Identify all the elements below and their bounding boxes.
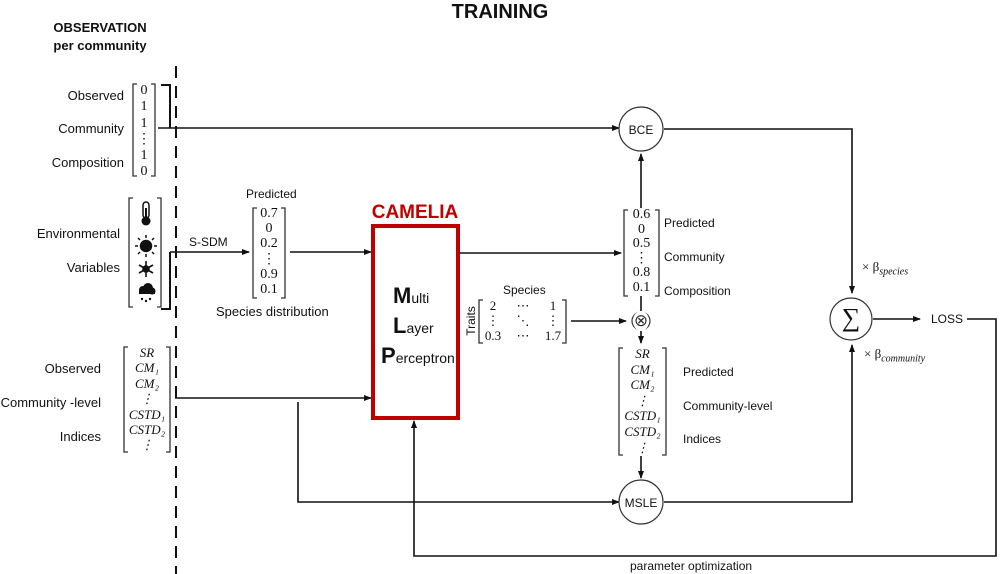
ssdm-vector: 0.7 0 0.2 ⋮ 0.9 0.1 — [260, 206, 278, 298]
thermometer-icon — [141, 201, 151, 226]
loss-label: LOSS — [931, 312, 964, 326]
observed-indices-vector: SR CM₁ CM₂ ⋮ CSTD₁ CSTD₂ ⋮ — [128, 345, 166, 453]
predicted-composition-label: Predicted — [664, 216, 715, 230]
camelia-box — [371, 224, 460, 420]
traits-matrix: 2⋯1 ⋮⋱⋮ 0.3⋯1.7 — [484, 298, 562, 343]
predicted-composition-brackets — [623, 209, 660, 297]
camelia-line-layer: Layer — [393, 313, 434, 338]
ssdm-edge-label: S-SDM — [189, 235, 228, 249]
sun-icon — [135, 235, 157, 257]
parameter-optimization-label: parameter optimization — [630, 559, 753, 573]
sum-node — [829, 297, 873, 341]
product-symbol: ⊗ — [633, 311, 649, 331]
ssdm-title: Predicted — [246, 187, 297, 201]
snowflake-icon — [138, 261, 154, 277]
predicted-composition-label: Composition — [664, 284, 731, 298]
environment-connector — [161, 252, 171, 310]
bce-node — [618, 106, 664, 152]
predicted-indices-brackets — [618, 347, 667, 456]
environment-label: Variables — [66, 260, 120, 275]
diagram-title: TRAINING — [451, 1, 549, 23]
predicted-indices-label: Predicted — [683, 365, 734, 379]
observed-composition-label: Community — [58, 121, 124, 136]
observed-indices-label: Observed — [44, 361, 101, 376]
ssdm-subtitle: Species distribution — [216, 304, 329, 319]
beta-species-label: × βspecies — [862, 259, 909, 278]
sum-symbol: ∑ — [841, 303, 861, 332]
predicted-indices-label: Community-level — [683, 399, 773, 413]
observed-composition-brackets — [132, 83, 156, 177]
observed-composition-label: Composition — [51, 155, 124, 170]
observed-composition-vector: 0 1 1 ⋮ 1 0 — [137, 83, 151, 180]
observed-indices-label: Indices — [59, 429, 101, 444]
environment-icons — [135, 201, 157, 303]
traits-column-label: Species — [503, 283, 546, 297]
camelia-line-perceptron: Perceptron — [381, 343, 455, 368]
beta-community-label: × βcommunity — [864, 346, 926, 365]
camelia-title: CAMELIA — [371, 202, 459, 223]
observed-indices-brackets — [123, 346, 171, 453]
bce-to-sum — [664, 128, 855, 294]
observed-indices-label: Community -level — [0, 395, 101, 410]
msle-to-sum — [664, 344, 855, 503]
observation-subheading: per community — [53, 38, 147, 53]
msle-label: MSLE — [624, 496, 658, 510]
environment-label: Environmental — [36, 226, 120, 241]
rain-cloud-icon — [139, 283, 156, 303]
arrow-indices-to-msle — [297, 402, 620, 505]
traits-row-label: Traits — [463, 306, 478, 336]
parameter-optimization-loop — [411, 318, 997, 557]
predicted-composition-label: Community — [664, 250, 725, 264]
environment-brackets — [128, 197, 162, 308]
observation-heading: OBSERVATION — [53, 20, 147, 35]
predicted-indices-vector: SR CM₁ CM₂ ⋮ CSTD₁ CSTD₂ ⋮ — [624, 346, 661, 455]
composition-connector — [161, 84, 171, 128]
predicted-indices-label: Indices — [683, 432, 722, 446]
observed-composition-label: Observed — [67, 88, 124, 103]
ssdm-brackets — [252, 207, 286, 299]
traits-brackets — [478, 299, 567, 344]
msle-node — [618, 479, 664, 525]
predicted-composition-vector: 0.6 0 0.5 ⋮ 0.8 0.1 — [632, 207, 651, 295]
camelia-line-multi: Multi — [393, 283, 430, 308]
bce-label: BCE — [628, 123, 654, 137]
